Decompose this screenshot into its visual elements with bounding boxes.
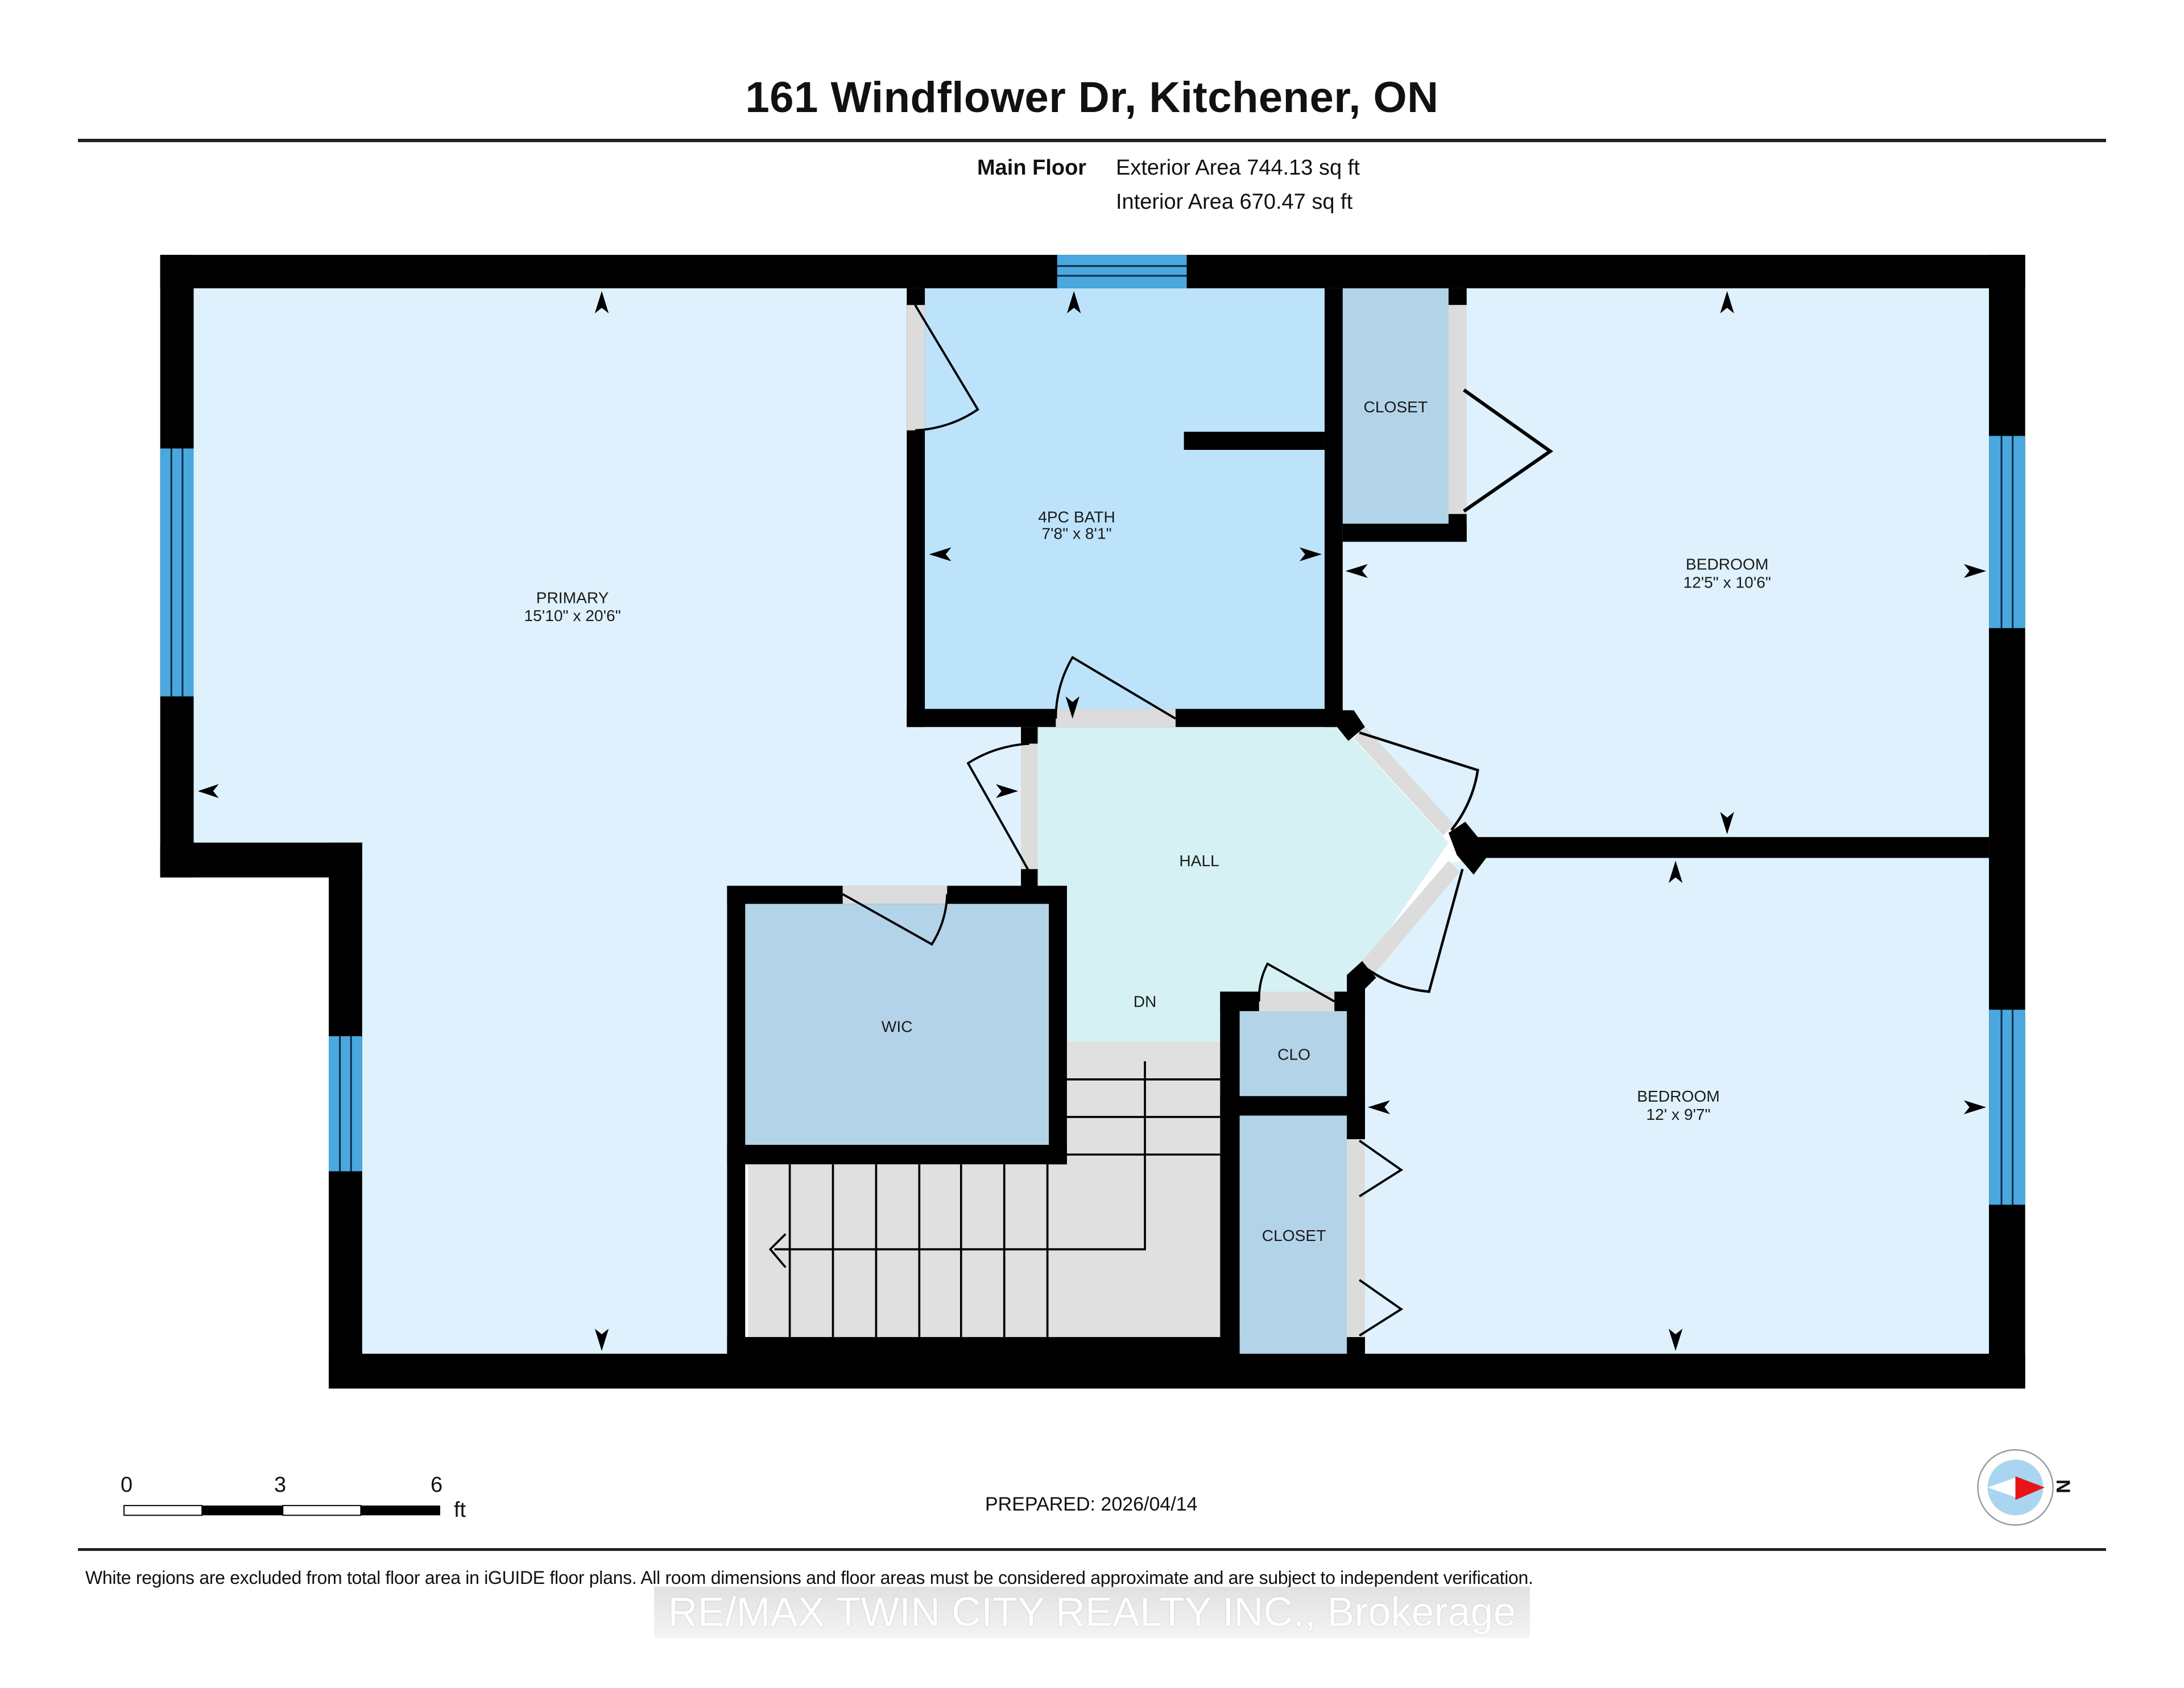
scale-tick-0: 0: [121, 1473, 133, 1497]
prepared-date: PREPARED: 2026/04/14: [985, 1493, 1198, 1515]
dims-bedroom-2: 12' x 9'7": [1646, 1106, 1710, 1123]
door-closet-bottom-bifold-1: [1359, 1139, 1404, 1198]
label-stairs-dn: DN: [1134, 993, 1157, 1011]
door-wic: [842, 893, 949, 946]
door-bath-hall: [1054, 656, 1176, 720]
label-primary: PRIMARY: [536, 589, 609, 606]
room-primary[interactable]: [193, 288, 1038, 1354]
door-swings: [842, 304, 1553, 1337]
room-closet-bottom[interactable]: [1239, 1115, 1347, 1354]
window-primary-left: [160, 448, 194, 697]
compass-north-label: N: [2051, 1479, 2074, 1493]
windows: [160, 255, 2025, 1205]
scale-bar: [123, 1505, 440, 1516]
window-bath-top: [1057, 255, 1187, 288]
interior-area: Interior Area 670.47 sq ft: [1116, 190, 1353, 214]
label-hall: HALL: [1179, 852, 1219, 870]
dimension-arrows: [197, 291, 1987, 1351]
stair-direction-arrow: [774, 1061, 1146, 1251]
door-bedroom-1: [1359, 731, 1479, 831]
stair-treads: [768, 1061, 1221, 1337]
room-bedroom-1[interactable]: [1342, 288, 1989, 837]
door-closet-bottom-bifold-2: [1359, 1279, 1404, 1337]
dims-bath: 7'8" x 8'1": [1042, 525, 1112, 543]
label-closet-bottom: CLOSET: [1262, 1227, 1326, 1244]
scale-tick-6: 6: [431, 1473, 443, 1497]
room-wic[interactable]: [745, 904, 1049, 1145]
page-title: 161 Windflower Dr, Kitchener, ON: [745, 73, 1439, 122]
label-bedroom-1: BEDROOM: [1686, 556, 1768, 573]
brokerage-watermark: RE/MAX TWIN CITY REALTY INC., Brokerage: [654, 1587, 1530, 1638]
title-divider: [78, 139, 2106, 142]
room-hall[interactable]: [1037, 727, 1449, 1042]
window-bedroom-2: [1989, 1010, 2025, 1205]
label-wic: WIC: [882, 1018, 913, 1036]
label-clo: CLO: [1277, 1046, 1310, 1064]
label-closet-top: CLOSET: [1364, 398, 1428, 416]
dims-bedroom-1: 12'5" x 10'6": [1683, 573, 1771, 591]
door-primary-hall: [966, 742, 1031, 872]
window-bedroom-1: [1989, 436, 2025, 628]
scale-unit: ft: [454, 1498, 466, 1522]
disclaimer-text: White regions are excluded from total fl…: [85, 1567, 1533, 1588]
door-closet-top-bifold: [1463, 388, 1553, 513]
label-bedroom-2: BEDROOM: [1637, 1087, 1719, 1105]
door-clo: [1258, 962, 1335, 1003]
label-bath: 4PC BATH: [1038, 508, 1115, 526]
room-clo[interactable]: [1239, 1011, 1347, 1097]
room-closet-top[interactable]: [1342, 288, 1451, 526]
room-fills: [193, 288, 1989, 1354]
floor-name: Main Floor: [977, 156, 1087, 180]
footer-divider: [78, 1548, 2106, 1551]
room-bedroom-2[interactable]: [1364, 858, 1989, 1354]
room-labels: PRIMARY 15'10" x 20'6" 4PC BATH 7'8" x 8…: [524, 398, 1771, 1244]
compass-icon: [1977, 1449, 2054, 1526]
exterior-area: Exterior Area 744.13 sq ft: [1116, 156, 1360, 180]
stairs: [748, 1041, 1221, 1337]
window-primary-lower: [329, 1036, 362, 1172]
dims-primary: 15'10" x 20'6": [524, 607, 621, 624]
scale-tick-3: 3: [274, 1473, 287, 1497]
room-bath[interactable]: [925, 288, 1325, 710]
door-bedroom-2: [1367, 868, 1464, 993]
door-bath-primary: [914, 304, 979, 432]
door-openings: [842, 305, 1467, 1337]
